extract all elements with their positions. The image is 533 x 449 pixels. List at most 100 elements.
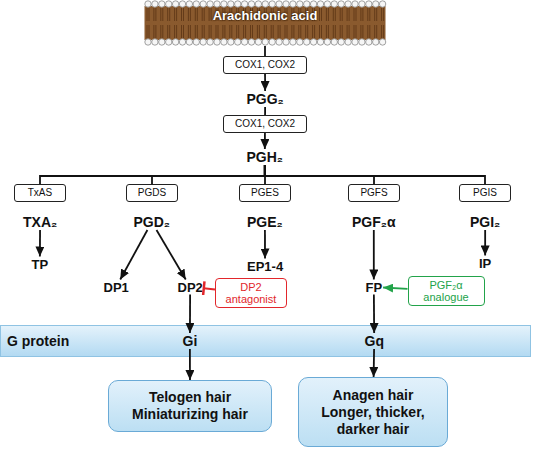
lipid-tail	[154, 8, 156, 38]
lipid-tail	[326, 8, 328, 38]
node-label: PGG₂	[247, 91, 284, 107]
receptor-label: TP	[31, 257, 50, 272]
outcome-box: Telogen hairMiniaturizing hair	[108, 380, 272, 432]
lipid-head	[159, 39, 165, 45]
lipid-head	[276, 39, 282, 45]
lipid-head	[297, 1, 303, 7]
connector	[383, 288, 407, 289]
receptor-label: DP1	[103, 280, 130, 295]
lipid-head	[221, 1, 227, 7]
lipid-head	[262, 1, 268, 7]
connector	[373, 295, 375, 334]
lipid-tail	[368, 8, 370, 38]
prostanoid-label: PGD₂	[133, 214, 172, 230]
connector	[264, 230, 266, 259]
lipid-tail	[188, 8, 190, 38]
connector	[373, 349, 375, 377]
lipid-head	[221, 39, 227, 45]
lipid-head	[345, 1, 351, 7]
node-label: TP	[32, 257, 49, 272]
node-label: PGF₂α analogue	[412, 279, 481, 303]
enzyme-box: COX1, COX2	[223, 115, 307, 133]
node-label: Gq	[365, 333, 384, 349]
lipid-head	[366, 39, 372, 45]
lipid-head	[214, 1, 220, 7]
lipid-head	[166, 1, 172, 7]
lipid-head	[345, 39, 351, 45]
lipid-head	[235, 1, 241, 7]
analogue-box: PGF₂α analogue	[408, 276, 485, 306]
lipid-head	[331, 39, 337, 45]
node-label: Gi	[183, 333, 198, 349]
g-protein-label: Gi	[182, 333, 199, 349]
node-label: PGD₂	[134, 214, 171, 230]
lipid-head	[324, 39, 330, 45]
lipid-tail	[195, 8, 197, 38]
lipid-tail	[147, 8, 149, 38]
prostanoid-label: PGF₂α	[351, 214, 397, 230]
node-label: PGIS	[473, 187, 497, 199]
lipid-tail	[375, 8, 377, 38]
receptor-label: FP	[365, 280, 384, 295]
lipid-head	[352, 1, 358, 7]
lipid-tail	[354, 8, 356, 38]
lipid-head	[172, 1, 178, 7]
lipid-head	[317, 1, 323, 7]
membrane-body	[145, 6, 386, 40]
receptor-label: EP1-4	[246, 259, 284, 274]
connector	[264, 133, 266, 149]
node-label: FP	[366, 280, 383, 295]
node-label: TxAS	[28, 187, 52, 199]
lipid-head	[310, 39, 316, 45]
metabolite-label: PGG₂	[246, 91, 285, 107]
lipid-tail	[382, 8, 384, 38]
node-label: PGE₂	[247, 214, 283, 230]
lipid-head	[214, 39, 220, 45]
enzyme-box: PGFS	[348, 184, 400, 202]
node-label: DP1	[104, 280, 129, 295]
lipid-head	[145, 1, 151, 7]
lipid-head	[359, 1, 365, 7]
phospholipid-layer	[145, 1, 386, 45]
lipid-head	[200, 39, 206, 45]
lipid-tail	[168, 8, 170, 38]
connector	[189, 349, 191, 380]
lipid-head	[172, 39, 178, 45]
connector	[152, 165, 265, 184]
lipid-head	[379, 39, 385, 45]
node-label: COX1, COX2	[235, 118, 295, 130]
lipid-head	[235, 39, 241, 45]
connector	[40, 165, 265, 184]
lipid-tail	[175, 8, 177, 38]
node-label: Telogen hair	[149, 389, 231, 406]
node-label: DP2	[178, 280, 203, 295]
lipid-head	[290, 1, 296, 7]
antagonist-box: DP2 antagonist	[215, 278, 287, 308]
node-label: COX1, COX2	[235, 59, 295, 71]
node-label: EP1-4	[247, 259, 283, 274]
lipid-head	[255, 39, 261, 45]
node-label: PGES	[251, 187, 279, 199]
node-label: Arachidonic acid	[213, 8, 318, 23]
lipid-head	[145, 39, 151, 45]
lipid-head	[324, 1, 330, 7]
node-label: G protein	[7, 333, 69, 349]
lipid-head	[152, 39, 158, 45]
receptor-label: IP	[478, 256, 492, 271]
node-label: PGF₂α	[352, 214, 396, 230]
lipid-head	[297, 39, 303, 45]
connector	[264, 165, 266, 184]
lipid-head	[373, 1, 379, 7]
node-body: Longer, thicker, darker hair	[311, 404, 435, 438]
lipid-head	[179, 39, 185, 45]
connector	[373, 230, 375, 280]
node-body: Miniaturizing hair	[132, 406, 248, 423]
lipid-head	[207, 1, 213, 7]
enzyme-box: PGDS	[126, 184, 178, 202]
node-label: DP2 antagonist	[219, 281, 283, 305]
lipid-head	[193, 1, 199, 7]
enzyme-box: PGES	[239, 184, 291, 202]
lipid-head	[248, 1, 254, 7]
lipid-head	[193, 39, 199, 45]
lipid-head	[290, 39, 296, 45]
